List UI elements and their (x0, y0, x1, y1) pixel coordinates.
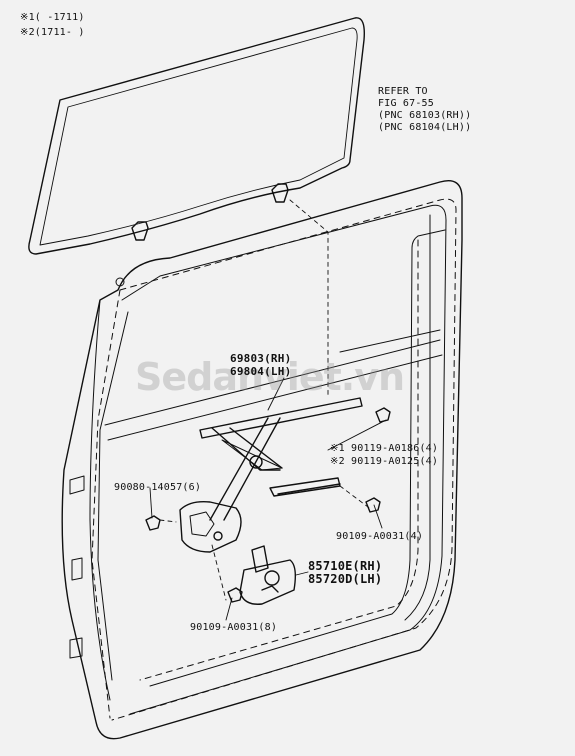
door-frame (61, 180, 463, 740)
note-2: ※2(1711- ) (20, 27, 85, 38)
window-motor (239, 545, 297, 605)
window-glass (28, 17, 365, 255)
refer-line-4: (PNC 68104(LH)) (378, 122, 472, 133)
part-motor-lh: 85720D(LH) (308, 572, 383, 586)
refer-line-3: (PNC 68103(RH)) (378, 110, 472, 121)
leader-lines (159, 199, 373, 601)
part-regulator-rh: 69803(RH) (230, 352, 292, 365)
label-leaders (149, 377, 387, 621)
note-1: ※1( -1711) (20, 12, 85, 23)
refer-line-1: REFER TO (378, 86, 428, 97)
door-panel-dashed-outline (91, 198, 457, 721)
door-pillar-details (69, 277, 125, 659)
part-bolt-2: ※2 90119-A0125(4) (330, 456, 439, 467)
part-bolt-left: 90080-14057(6) (114, 482, 202, 493)
glass-clip-icon (131, 183, 289, 241)
refer-line-2: FIG 67-55 (378, 98, 434, 109)
part-bolt-right: 90109-A0031(4) (336, 531, 424, 542)
window-regulator (179, 397, 363, 553)
part-regulator-lh: 69804(LH) (230, 365, 292, 378)
watermark: Sedanviet.vn (135, 355, 405, 399)
part-motor-rh: 85710E(RH) (308, 559, 383, 573)
part-bolt-bottom: 90109-A0031(8) (190, 622, 278, 633)
part-bolt-1: ※1 90119-A0186(4) (330, 443, 439, 454)
